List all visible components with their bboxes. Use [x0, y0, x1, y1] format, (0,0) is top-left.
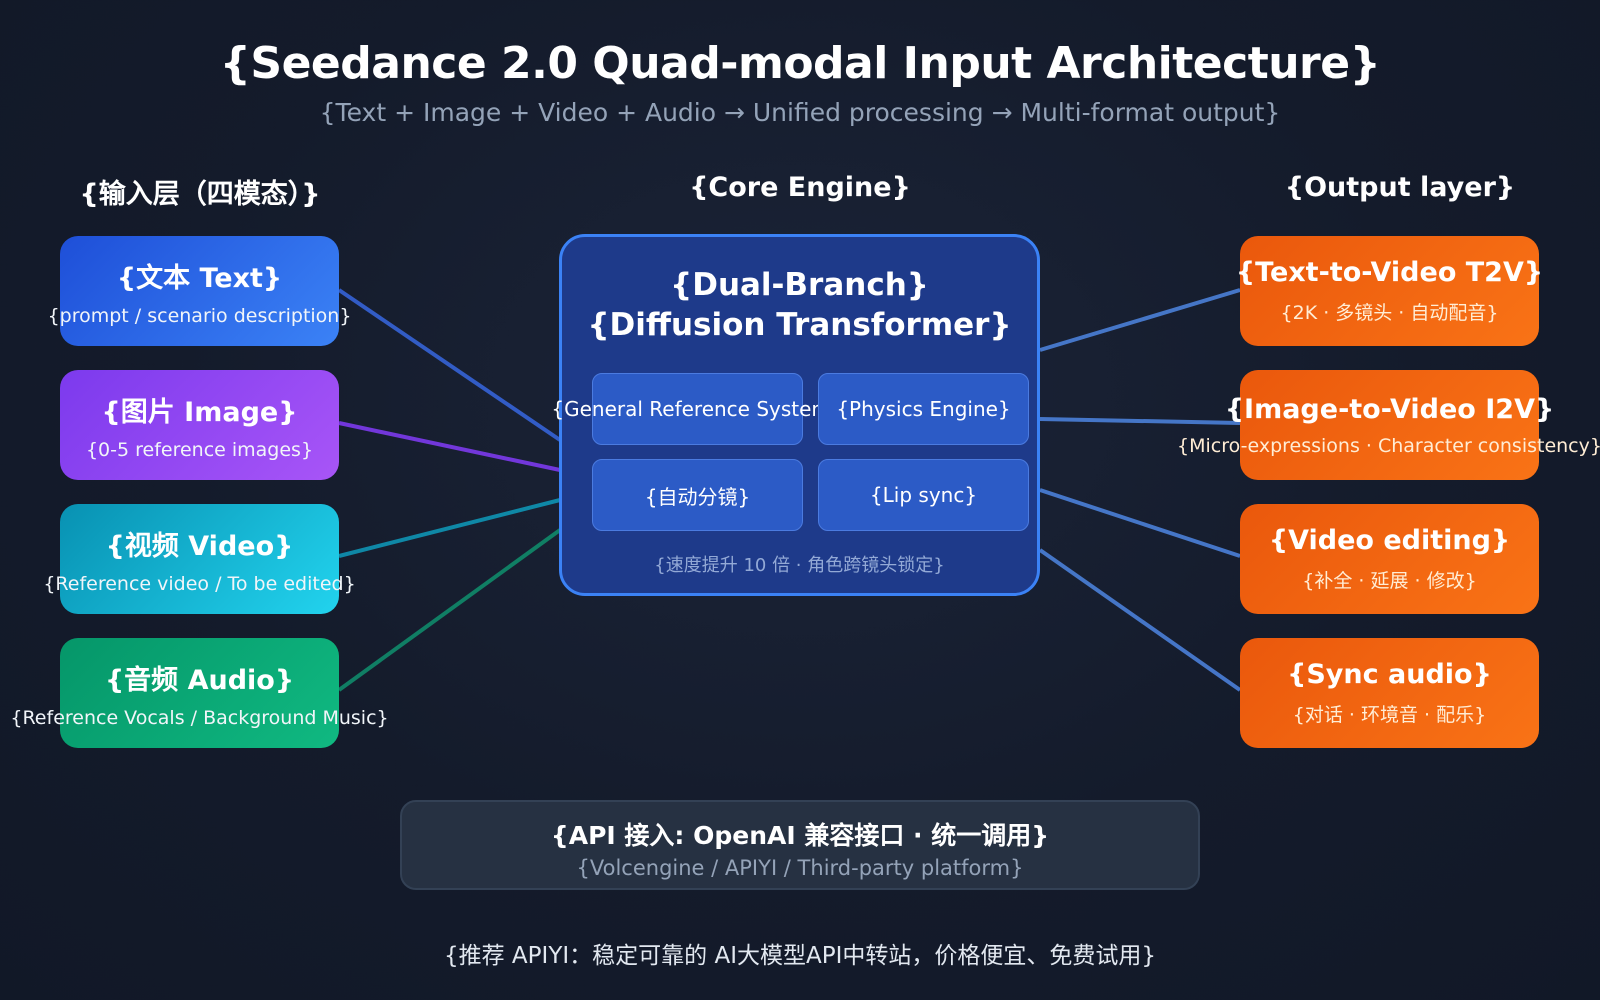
input-node-video: {视频 Video} {Reference video / To be edit… — [43, 504, 356, 614]
core-note: {速度提升 10 倍 · 角色跨镜头锁定} — [654, 555, 945, 576]
output-node-sync-audio: {Sync audio} {对话 · 环境音 · 配乐} — [1240, 638, 1539, 748]
api-title: {API 接入: OpenAI 兼容接口 · 统一调用} — [550, 821, 1050, 850]
output-layer-heading: {Output layer} — [1284, 172, 1516, 203]
diagram-title: {Seedance 2.0 Quad-modal Input Architect… — [219, 38, 1381, 89]
module-auto-storyboard: {自动分镜} — [592, 459, 803, 531]
connector-i2v — [1039, 417, 1241, 425]
output-node-subtitle: {Micro-expressions · Character consisten… — [1177, 434, 1600, 457]
module-general-reference: {General Reference System} — [551, 373, 844, 445]
input-node-image: {图片 Image} {0-5 reference images} — [60, 370, 339, 480]
output-node-subtitle: {对话 · 环境音 · 配乐} — [1292, 704, 1487, 726]
input-node-title: {视频 Video} — [105, 530, 294, 562]
connector-text — [337, 288, 562, 442]
output-node-i2v: {Image-to-Video I2V} {Micro-expressions … — [1177, 370, 1600, 480]
core-title-line2: {Diffusion Transformer} — [587, 307, 1012, 343]
input-node-subtitle: {Reference video / To be edited} — [43, 572, 356, 595]
output-node-subtitle: {补全 · 延展 · 修改} — [1302, 570, 1477, 592]
core-title-line1: {Dual-Branch} — [670, 267, 929, 303]
output-node-title: {Image-to-Video I2V} — [1224, 393, 1555, 425]
module-physics-engine: {Physics Engine} — [818, 373, 1029, 445]
connector-audio — [337, 528, 562, 692]
connector-image — [338, 421, 561, 472]
diagram-subtitle: {Text + Image + Video + Audio → Unified … — [319, 98, 1281, 127]
output-node-subtitle: {2K · 多镜头 · 自动配音} — [1280, 302, 1499, 324]
connector-video — [338, 498, 561, 558]
input-node-subtitle: {Reference Vocals / Background Music} — [10, 706, 389, 729]
input-node-text: {文本 Text} {prompt / scenario description… — [48, 236, 351, 346]
input-node-audio: {音频 Audio} {Reference Vocals / Backgroun… — [10, 638, 389, 748]
input-node-title: {音频 Audio} — [104, 664, 295, 696]
input-node-subtitle: {prompt / scenario description} — [47, 304, 352, 327]
api-access-box: {API 接入: OpenAI 兼容接口 · 统一调用} {Volcengine… — [400, 800, 1200, 890]
output-node-title: {Video editing} — [1268, 525, 1511, 556]
input-layer-heading: {输入层（四模态）} — [79, 179, 321, 210]
input-node-title: {图片 Image} — [101, 396, 298, 428]
input-node-title: {文本 Text} — [116, 262, 283, 294]
module-lip-sync: {Lip sync} — [818, 459, 1029, 531]
connector-edit — [1039, 488, 1241, 558]
input-node-subtitle: {0-5 reference images} — [85, 438, 314, 461]
connector-t2v — [1039, 288, 1241, 352]
footer-recommendation: {推荐 APIYI：稳定可靠的 AI大模型API中转站，价格便宜、免费试用} — [443, 943, 1156, 969]
output-node-title: {Text-to-Video T2V} — [1235, 257, 1544, 288]
output-node-title: {Sync audio} — [1287, 659, 1492, 690]
output-node-t2v: {Text-to-Video T2V} {2K · 多镜头 · 自动配音} — [1236, 236, 1543, 346]
api-subtitle: {Volcengine / APIYI / Third-party platfo… — [576, 856, 1024, 880]
output-node-video-editing: {Video editing} {补全 · 延展 · 修改} — [1240, 504, 1539, 614]
connector-audio-out — [1038, 548, 1242, 692]
core-engine-heading: {Core Engine} — [689, 172, 911, 203]
core-engine-box: {Dual-Branch} {Diffusion Transformer} {G… — [551, 234, 1040, 596]
